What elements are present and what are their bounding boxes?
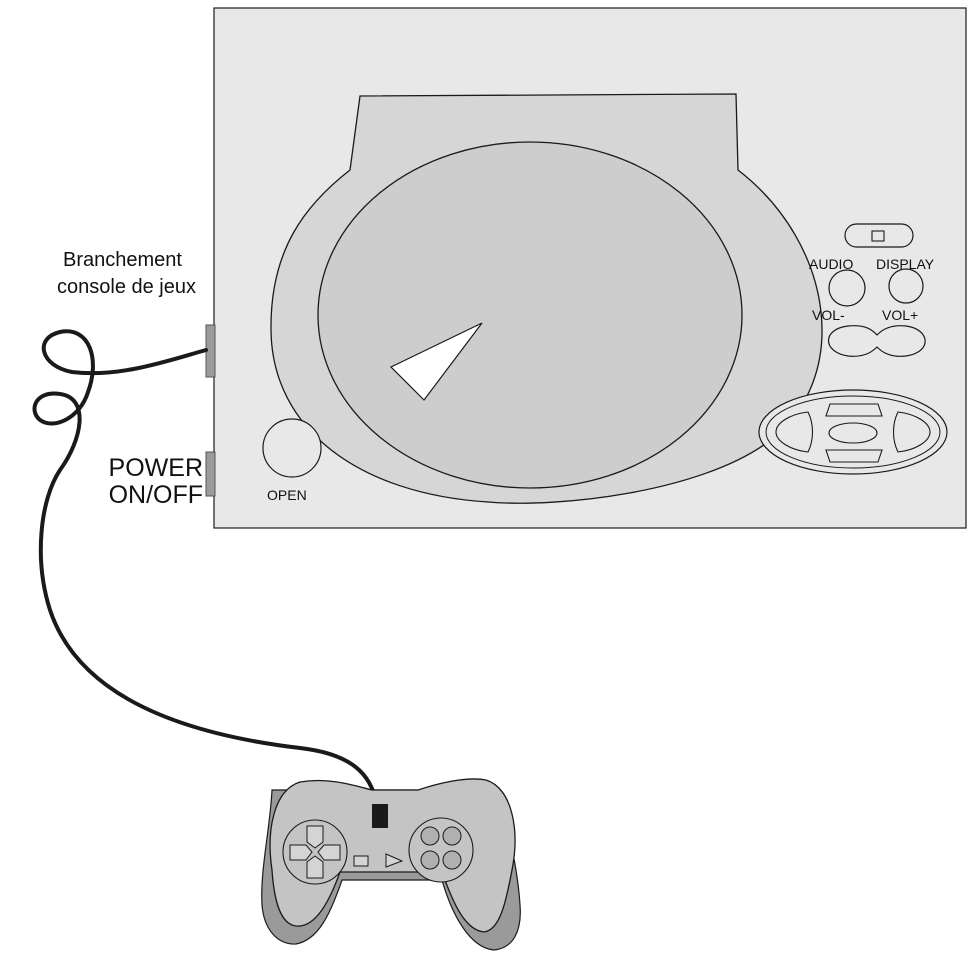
dpad-left-icon[interactable] (289, 844, 313, 861)
nav-right-button[interactable] (892, 411, 931, 453)
game-controller (261, 778, 521, 951)
power-label-line2: ON/OFF (109, 481, 203, 509)
controller-body (269, 778, 516, 933)
select-button[interactable] (353, 855, 369, 867)
pill-square-icon (871, 230, 885, 242)
face-button-bottom-left[interactable] (420, 850, 440, 870)
vol-plus-label: VOL+ (882, 307, 918, 323)
face-button-top-right[interactable] (442, 826, 462, 846)
console-port-label-line1: Branchement (63, 249, 182, 271)
open-button[interactable] (262, 418, 322, 478)
power-switch[interactable] (205, 451, 216, 497)
audio-label: AUDIO (809, 256, 853, 272)
nav-left-button[interactable] (775, 411, 814, 453)
display-button[interactable] (888, 268, 924, 304)
console-port-label-line2: console de jeux (57, 276, 196, 298)
nav-up-button[interactable] (825, 403, 883, 417)
disc-lid-inner (317, 141, 743, 489)
controller-plug (372, 804, 388, 828)
power-label-line1: POWER (109, 454, 203, 482)
dpad-up-icon[interactable] (306, 825, 324, 849)
dpad-right-icon[interactable] (317, 844, 341, 861)
nav-pad-inner (765, 395, 941, 469)
dpad-ring (282, 819, 348, 885)
volume-rocker[interactable] (828, 325, 926, 357)
top-pill-button[interactable] (844, 223, 914, 248)
disc-triangle-mark (389, 322, 483, 401)
vol-minus-label: VOL- (812, 307, 845, 323)
face-button-bottom-right[interactable] (442, 850, 462, 870)
start-button[interactable] (385, 853, 404, 868)
face-buttons-ring (408, 817, 474, 883)
dpad-down-icon[interactable] (306, 855, 324, 879)
open-label: OPEN (267, 487, 307, 503)
audio-button[interactable] (828, 269, 866, 307)
nav-center-button[interactable] (828, 422, 878, 444)
display-label: DISPLAY (876, 256, 935, 272)
controller-cable (32, 329, 380, 810)
nav-down-button[interactable] (825, 449, 883, 463)
face-button-top-left[interactable] (420, 826, 440, 846)
